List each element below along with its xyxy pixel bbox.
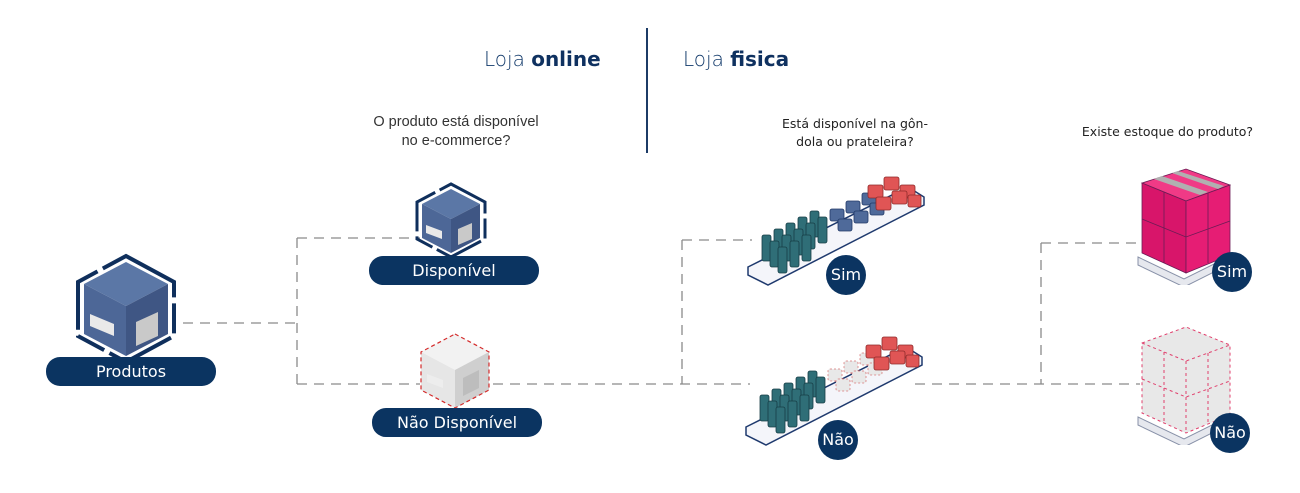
question-ecommerce-line2: no e-commerce? [401,133,511,149]
stock-no-badge: Não [1210,413,1250,453]
question-ecommerce: O produto está disponível no e-commerce? [356,113,556,151]
node-available[interactable]: Disponível [369,256,539,285]
header-online: Loja online [484,47,601,71]
node-products[interactable]: Produtos [46,357,216,386]
header-physical-emphasis: fisica [730,47,790,71]
shelf-partial-icon [745,336,923,446]
question-shelf-line1: Está disponível na gôn- [782,116,928,131]
question-stock-line1: Existe estoque do produto? [1081,124,1254,139]
shelf-full-icon [747,176,925,286]
question-shelf-line2: dola ou prateleira? [796,134,914,149]
header-online-emphasis: online [531,47,601,71]
shelf-no-badge: Não [818,420,858,460]
stock-yes-badge: Sim [1212,252,1252,292]
product-box-icon [76,253,176,364]
header-physical: Loja fisica [683,47,789,71]
available-box-icon [415,182,487,259]
stock-pallet-full-icon [1137,168,1232,285]
header-physical-prefix: Loja [683,47,724,71]
question-shelf: Está disponível na gôn- dola ou pratelei… [760,115,950,151]
unavailable-box-icon [420,333,490,409]
shelf-yes-badge: Sim [826,255,866,295]
header-online-prefix: Loja [484,47,525,71]
question-ecommerce-line1: O produto está disponível [373,114,539,130]
node-unavailable[interactable]: Não Disponível [372,408,542,437]
section-divider [646,28,648,153]
question-stock: Existe estoque do produto? [1060,123,1275,141]
